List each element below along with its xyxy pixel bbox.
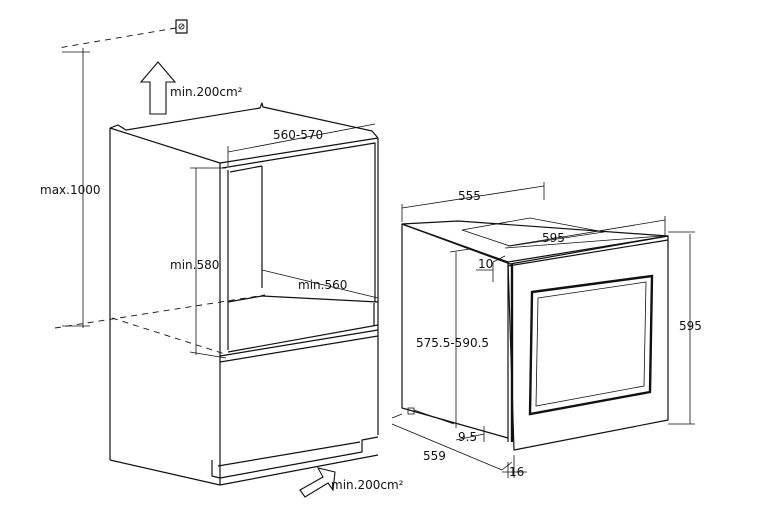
arrow-diagonal-icon xyxy=(299,467,336,498)
niche-depth-label: min.560 xyxy=(298,278,347,292)
oven-height-label: 595 xyxy=(679,319,702,333)
niche-width-label: 560-570 xyxy=(273,128,323,142)
floor-line xyxy=(54,294,266,329)
max-height-label: max.1000 xyxy=(40,183,101,197)
wall-screw-icon xyxy=(175,19,188,34)
front-height-range-label: 575.5-590.5 xyxy=(416,336,489,350)
bottom-offset-label: 9.5 xyxy=(458,430,477,444)
oven-depth-top-label: 555 xyxy=(458,189,481,203)
vent-bottom-label: min.200cm² xyxy=(331,478,404,492)
door-thickness-label: 16 xyxy=(509,465,524,479)
wall-line-top xyxy=(57,27,177,49)
oven-depth-total-label: 559 xyxy=(423,449,446,463)
oven xyxy=(401,217,669,451)
niche-height-label: min.580 xyxy=(170,258,219,272)
cabinet xyxy=(109,102,379,486)
front-offset-label: 10 xyxy=(478,257,493,271)
vent-top-label: min.200cm² xyxy=(170,85,243,99)
arrow-up-icon xyxy=(139,61,177,115)
oven-width-label: 595 xyxy=(542,231,565,245)
